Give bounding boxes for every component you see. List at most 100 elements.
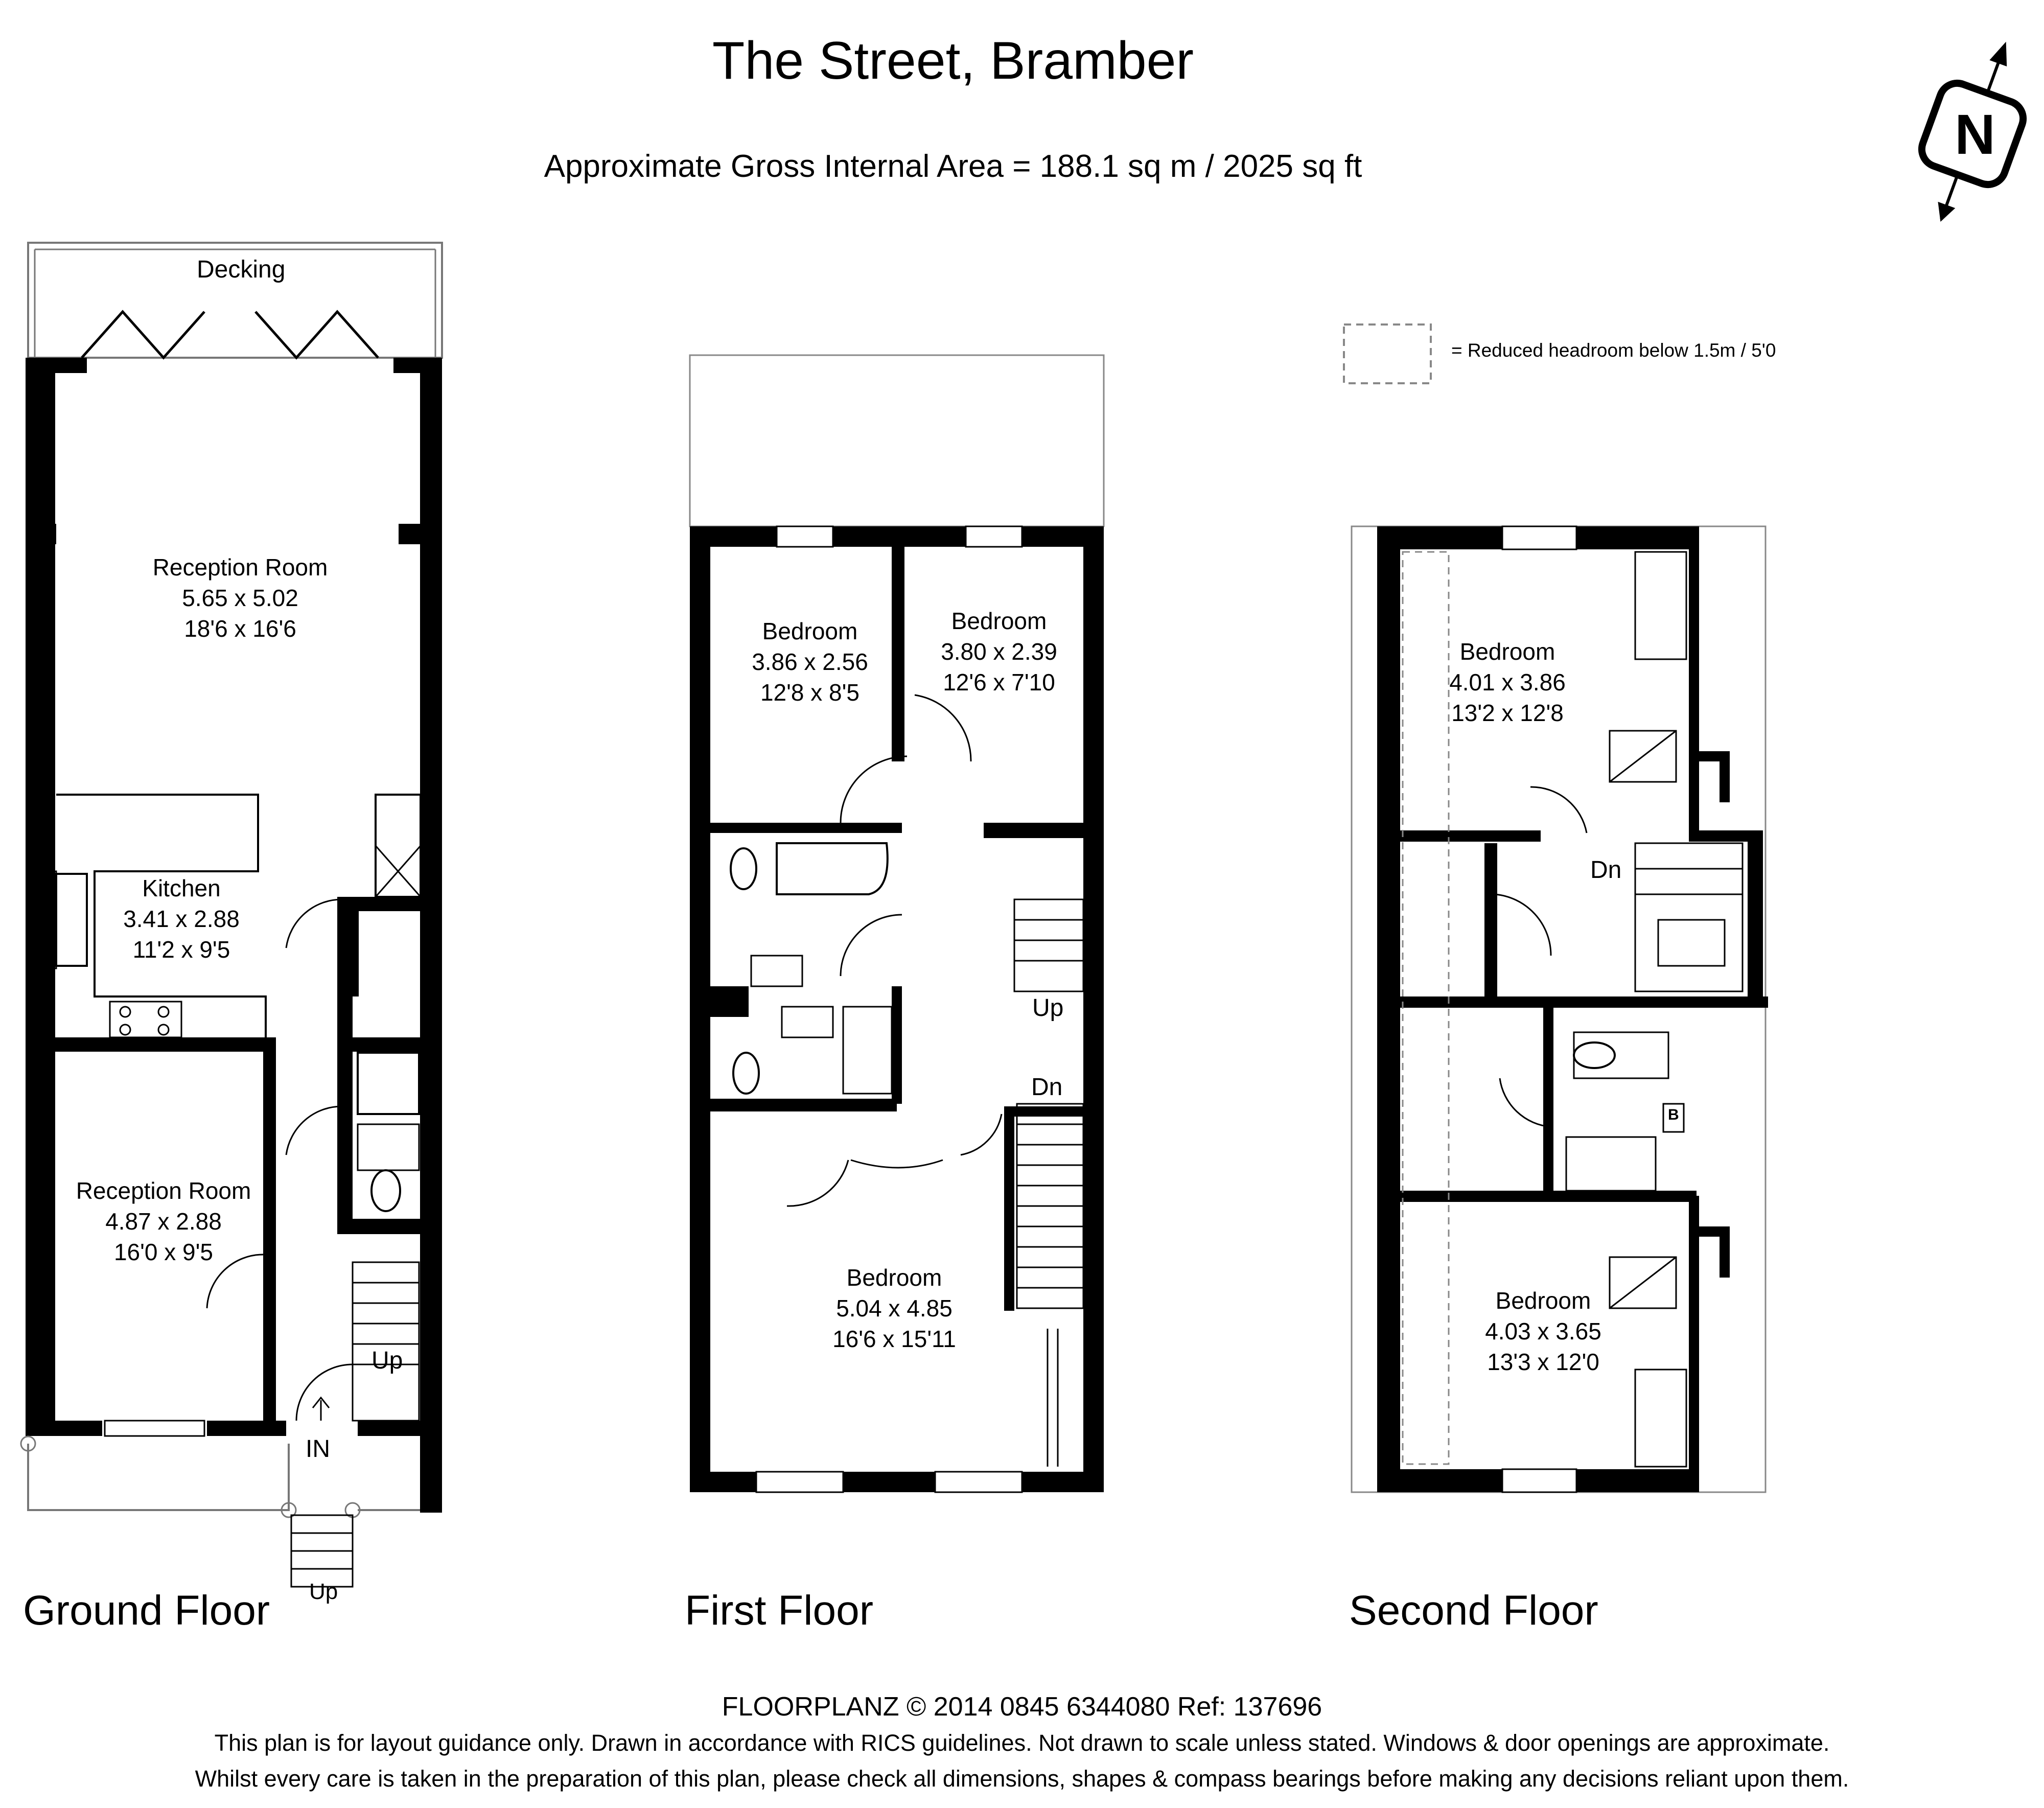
- room-metric: 3.41 x 2.88: [123, 906, 240, 932]
- first-stairs-down-label: Dn: [1031, 1074, 1063, 1101]
- room-imperial: 18'6 x 16'6: [184, 615, 296, 642]
- room-imperial: 12'6 x 7'10: [943, 669, 1055, 696]
- basin: [750, 955, 803, 987]
- shower-tray: [1573, 1031, 1669, 1079]
- room-name: Reception Room: [152, 554, 328, 581]
- room-metric: 5.04 x 4.85: [836, 1295, 953, 1322]
- basin: [781, 1006, 834, 1038]
- footer-disclaimer-2: Whilst every care is taken in the prepar…: [195, 1766, 1849, 1792]
- entrance-label: IN: [306, 1435, 330, 1463]
- toilet: [730, 847, 757, 890]
- door-arc: [295, 1363, 353, 1421]
- room-imperial: 16'0 x 9'5: [113, 1239, 214, 1265]
- roof-outline: [689, 354, 1105, 527]
- room-metric: 3.86 x 2.56: [752, 648, 868, 675]
- tall-unit: [375, 794, 422, 898]
- room-metric: 4.87 x 2.88: [105, 1208, 222, 1235]
- legend-swatch: [1343, 323, 1432, 384]
- compass-letter: N: [1955, 103, 1995, 166]
- front-steps: [290, 1514, 354, 1588]
- window: [965, 525, 1023, 548]
- window: [104, 1420, 205, 1437]
- legend-text: = Reduced headroom below 1.5m / 5'0: [1451, 340, 1776, 361]
- room-metric: 4.03 x 3.65: [1485, 1318, 1601, 1345]
- boiler-label: B: [1668, 1106, 1679, 1123]
- room-name: Bedroom: [1459, 638, 1555, 665]
- door-arc: [1494, 893, 1552, 956]
- door-arc: [914, 694, 972, 762]
- door-arc: [786, 1160, 849, 1207]
- room-label-kitchen: Kitchen 3.41 x 2.88 11'2 x 9'5: [79, 873, 284, 965]
- room-label-first-bedroom-2: Bedroom 3.80 x 2.39 12'6 x 7'10: [902, 606, 1096, 698]
- second-floor-plan: [1351, 525, 1768, 1493]
- second-floor-label: Second Floor: [1349, 1587, 1598, 1634]
- room-name: Bedroom: [1495, 1287, 1591, 1314]
- compass: [1918, 41, 2027, 222]
- second-stairs: [1634, 842, 1744, 992]
- window: [1501, 525, 1577, 550]
- shower-tray: [357, 1052, 420, 1115]
- toilet: [1573, 1041, 1616, 1069]
- page-title: The Street, Bramber: [712, 31, 1194, 90]
- bath: [1565, 1136, 1657, 1192]
- door-arc: [960, 1114, 1003, 1156]
- bifold-door-left: [81, 310, 205, 360]
- room-label-reception-1: Reception Room 5.65 x 5.02 18'6 x 16'6: [112, 552, 368, 644]
- front-steps-up-label: Up: [309, 1579, 338, 1604]
- room-label-first-bedroom-1: Bedroom 3.86 x 2.56 12'8 x 8'5: [710, 616, 910, 708]
- room-imperial: 13'2 x 12'8: [1451, 700, 1564, 726]
- room-metric: 3.80 x 2.39: [941, 638, 1057, 665]
- porch-rail: [27, 1444, 290, 1511]
- room-label-reception-2: Reception Room 4.87 x 2.88 16'0 x 9'5: [46, 1175, 281, 1267]
- window: [1501, 1468, 1577, 1493]
- door-arc: [1499, 1078, 1551, 1128]
- hob: [109, 1001, 182, 1038]
- ground-floor-label: Ground Floor: [23, 1587, 270, 1634]
- toilet: [370, 1169, 401, 1212]
- room-metric: 5.65 x 5.02: [182, 585, 298, 611]
- door-arc: [840, 755, 908, 823]
- room-imperial: 16'6 x 15'11: [832, 1326, 956, 1352]
- door-arc: [840, 914, 902, 977]
- ground-floor-plan: [20, 242, 443, 1588]
- window: [934, 1471, 1023, 1493]
- door-arc: [285, 1105, 343, 1155]
- door-arc: [206, 1254, 264, 1309]
- footer-company: FLOORPLANZ © 2014 0845 6344080 Ref: 1376…: [722, 1692, 1322, 1722]
- ground-stairs: [352, 1261, 420, 1422]
- first-floor-label: First Floor: [685, 1587, 873, 1634]
- basin: [357, 1123, 420, 1171]
- shower-tray: [842, 1006, 893, 1095]
- room-imperial: 13'3 x 12'0: [1487, 1349, 1599, 1375]
- room-imperial: 11'2 x 9'5: [132, 936, 230, 963]
- second-stairs-down-label: Dn: [1590, 856, 1622, 884]
- boiler: [1662, 1103, 1685, 1133]
- room-name: Kitchen: [142, 875, 221, 901]
- skylight: [1609, 1256, 1677, 1309]
- room-label-second-bedroom-2: Bedroom 4.03 x 3.65 13'3 x 12'0: [1426, 1285, 1661, 1377]
- footer-disclaimer-1: This plan is for layout guidance only. D…: [214, 1730, 1830, 1756]
- door-arc: [285, 898, 343, 948]
- skylight: [1609, 730, 1677, 783]
- room-label-second-bedroom-1: Bedroom 4.01 x 3.86 13'2 x 12'8: [1390, 636, 1625, 728]
- decking-area: [27, 242, 443, 359]
- door-arc: [1530, 786, 1588, 833]
- room-name: Bedroom: [846, 1264, 942, 1291]
- room-name: Bedroom: [951, 608, 1047, 634]
- door-arc: [850, 1159, 943, 1169]
- ground-stairs-up-label: Up: [371, 1347, 403, 1374]
- room-metric: 4.01 x 3.86: [1449, 669, 1566, 696]
- first-floor-plan: [689, 354, 1105, 1493]
- area-summary: Approximate Gross Internal Area = 188.1 …: [544, 149, 1362, 184]
- kitchen-counter: [56, 794, 267, 1037]
- room-label-first-bedroom-3: Bedroom 5.04 x 4.85 16'6 x 15'11: [787, 1262, 1002, 1354]
- bath: [776, 842, 889, 895]
- window: [755, 1471, 844, 1493]
- room-name: Bedroom: [762, 618, 858, 644]
- room-imperial: 12'8 x 8'5: [760, 679, 860, 706]
- reduced-headroom: [1402, 551, 1450, 1465]
- first-stairs-up-label: Up: [1032, 994, 1064, 1022]
- room-name: Reception Room: [76, 1177, 251, 1204]
- window: [776, 525, 834, 548]
